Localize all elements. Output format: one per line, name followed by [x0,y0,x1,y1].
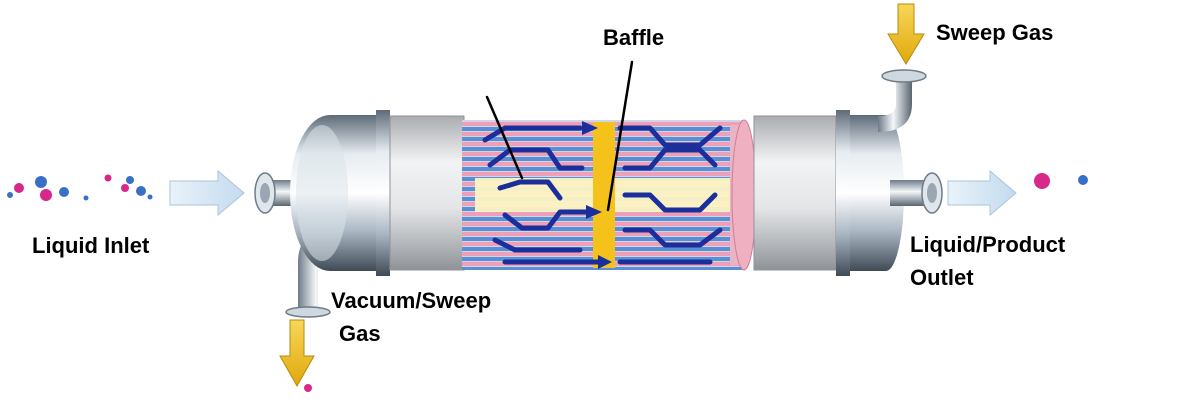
right-end-cap [836,110,904,276]
liquid-outlet-pipe [890,172,943,214]
sweep-gas-arrow [887,3,925,65]
flow-arrowheads [582,121,612,269]
vacuum-gas-arrow [279,319,315,388]
baffle [593,122,615,268]
label-baffle: Baffle [603,25,665,50]
label-liquid-inlet: Liquid Inlet [32,233,150,258]
outlet-flow-arrow [947,169,1017,217]
fiber-bundle-end [731,119,757,271]
outlet-molecules [1034,173,1088,189]
left-end-cap [290,110,390,276]
label-sweep-gas: Sweep Gas [936,20,1054,45]
inlet-molecules [7,174,153,201]
label-vacuum-sweep-gas-line2: Gas [339,321,381,346]
label-liquid-product-outlet-line1: Liquid/Product [910,232,1066,257]
sweep-gas-pipe [878,69,927,132]
fiber-stripe [462,267,744,270]
inlet-flow-arrow [169,169,245,217]
shell-flow-paths [482,125,723,265]
callout-lines [485,60,634,212]
left-shell [390,116,464,270]
label-vacuum-sweep-gas-line1: Vacuum/Sweep [331,288,492,313]
right-shell [754,116,836,270]
label-liquid-product-outlet-line2: Outlet [910,265,974,290]
vacuum-molecule [304,384,312,392]
